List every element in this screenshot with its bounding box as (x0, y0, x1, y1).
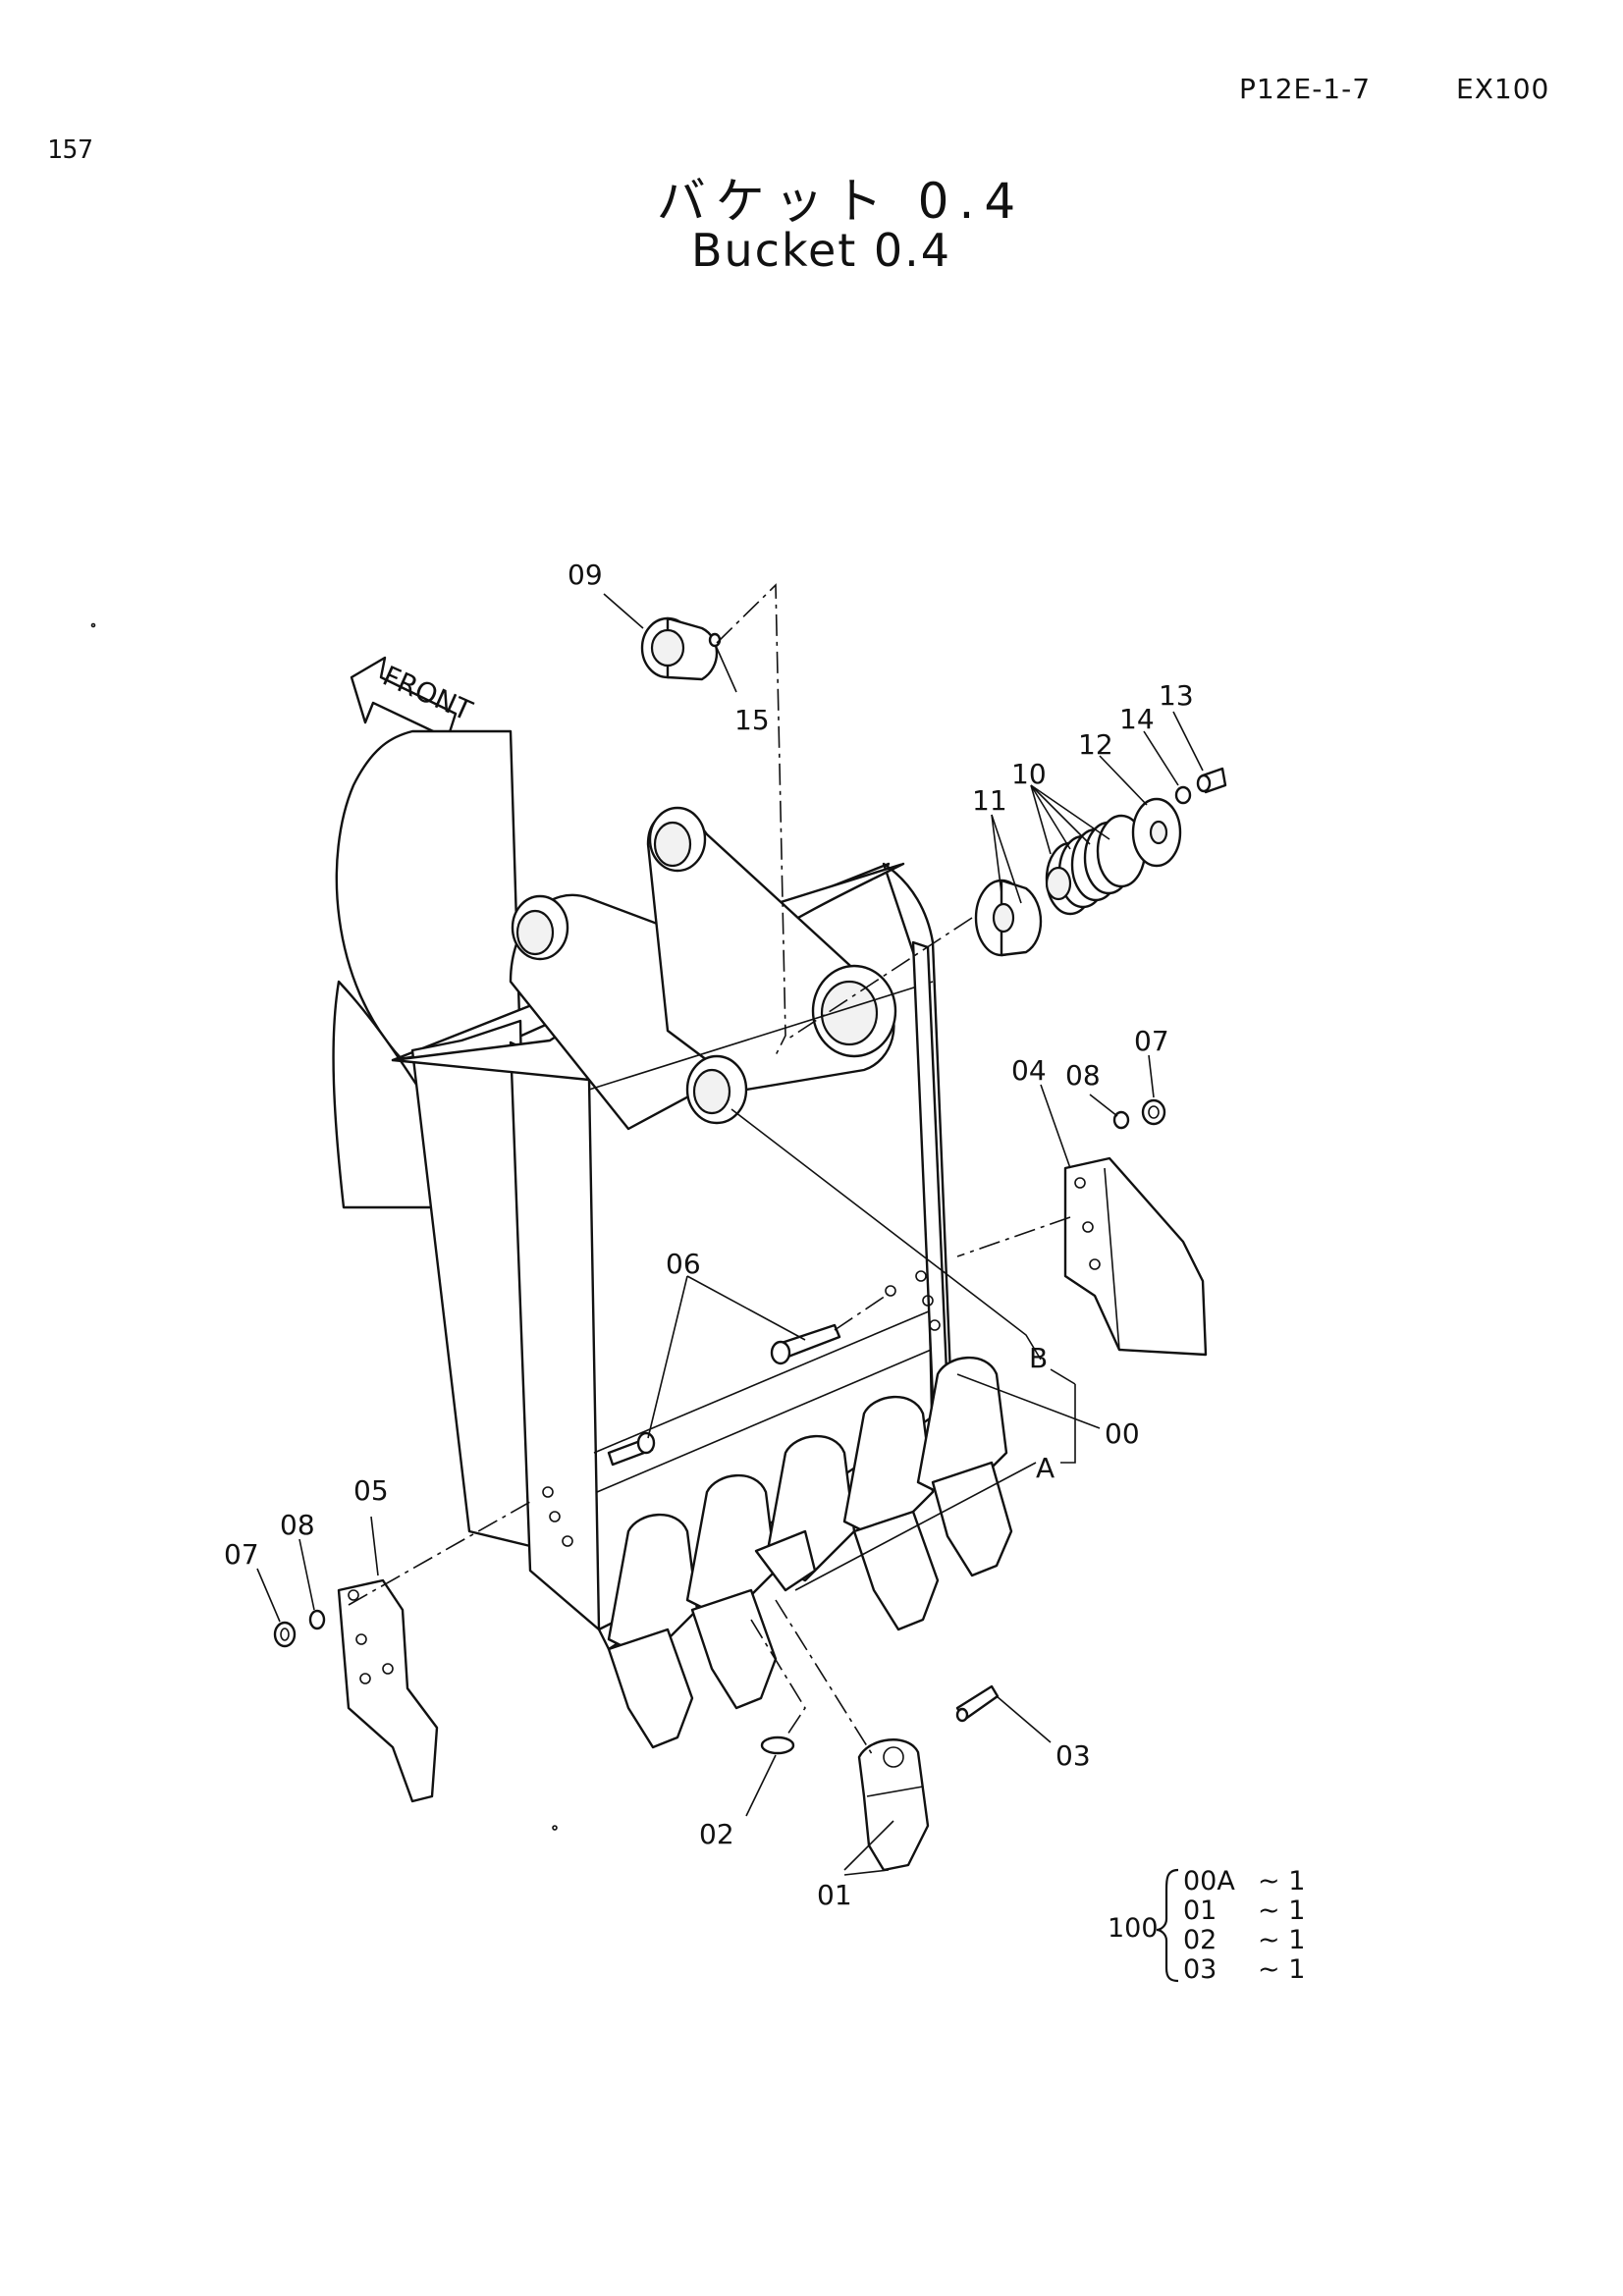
callout-12: 12 (1078, 728, 1113, 761)
shim-11 (974, 879, 1043, 957)
callout-11: 11 (972, 784, 1007, 817)
nut-07-right (1141, 1098, 1166, 1126)
kit-prefix: 100 (1108, 1913, 1159, 1944)
callout-a: A (1036, 1452, 1055, 1484)
bushing-09 (640, 616, 719, 681)
page-title-en: Bucket 0.4 (690, 224, 952, 277)
tooth-5 (916, 1356, 1013, 1577)
callout-08-left: 08 (280, 1509, 315, 1541)
bolt-06-upper (770, 1323, 841, 1365)
callout-07-right: 07 (1134, 1025, 1169, 1057)
kit-list: 00A~ 1 01~ 1 02~ 1 03~ 1 (1183, 1867, 1305, 1985)
side-cutter-05 (337, 1578, 439, 1803)
callout-03: 03 (1055, 1739, 1091, 1772)
page-title-jp: バケット 0.4 (656, 173, 1026, 230)
page-number: 157 (47, 135, 93, 165)
tooth-01 (857, 1738, 930, 1872)
kit-item: 00A~ 1 (1183, 1866, 1306, 1896)
callout-14: 14 (1119, 703, 1155, 735)
nut-07-left (273, 1621, 297, 1648)
model-code: EX100 (1456, 73, 1550, 105)
tooth-1 (607, 1513, 699, 1749)
shims-10 (1045, 814, 1147, 916)
callout-00: 00 (1105, 1417, 1140, 1450)
callout-06: 06 (666, 1248, 701, 1280)
bolt-06-lower (607, 1431, 656, 1467)
callout-09: 09 (568, 559, 603, 591)
bucket-teeth (607, 1356, 1013, 1749)
plate-12 (1131, 797, 1182, 868)
washer-08-left (308, 1609, 326, 1630)
lock-02 (760, 1735, 795, 1755)
callout-05: 05 (353, 1474, 389, 1507)
bolt-13 (1196, 767, 1227, 794)
kit-item: 02~ 1 (1183, 1925, 1306, 1955)
callout-labels: 09 15 10 11 12 14 13 07 08 04 06 B 00 A … (224, 559, 1194, 1911)
drawing-code: P12E-1-7 (1239, 73, 1372, 105)
front-arrow-icon: FRONT (350, 656, 478, 740)
callout-08-right: 08 (1065, 1059, 1101, 1092)
washer-14 (1174, 785, 1192, 805)
callout-07-left: 07 (224, 1538, 259, 1571)
washer-08-right (1112, 1110, 1130, 1130)
tooth-2 (685, 1473, 778, 1710)
kit-item: 01~ 1 (1183, 1896, 1306, 1926)
kit-item: 03~ 1 (1183, 1954, 1306, 1985)
callout-13: 13 (1159, 679, 1194, 712)
callout-10: 10 (1011, 758, 1047, 790)
callout-b: B (1029, 1342, 1048, 1374)
pin-03 (955, 1684, 1000, 1723)
side-cutter-04 (1063, 1156, 1208, 1357)
callout-04: 04 (1011, 1054, 1047, 1087)
callout-02: 02 (699, 1818, 734, 1850)
leader-lines (256, 583, 1204, 1876)
tooth-3 (754, 1434, 856, 1592)
tooth-4 (842, 1395, 940, 1631)
callout-15: 15 (734, 704, 770, 736)
callout-01: 01 (817, 1879, 852, 1911)
kit-brace (1156, 1868, 1179, 1983)
pin-15 (708, 632, 722, 648)
